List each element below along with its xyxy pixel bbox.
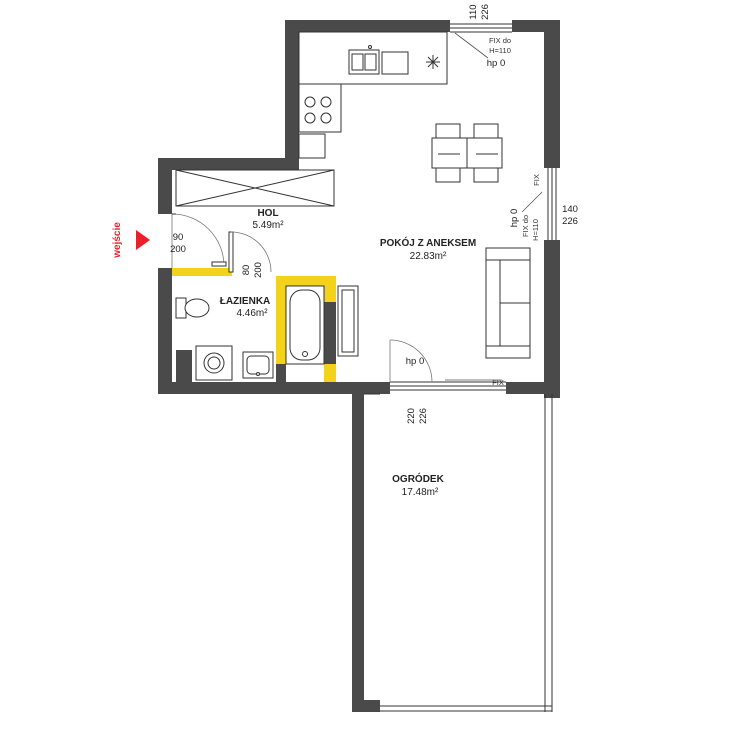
window-bottom [390,379,506,391]
garden-outline [364,393,553,712]
window-top [450,23,512,59]
chair [435,167,461,183]
room-name-ogrodek: OGRÓDEK [392,472,444,485]
wall-kitchen-left [285,20,299,168]
right-window-width: 140 [562,204,578,215]
entry-door-width: 90 [173,232,184,243]
bottom-window-width: 220 [406,408,417,424]
right-window-fix-h: H=110 [531,219,540,241]
right-window-hp: hp 0 [509,209,520,228]
wall-top [285,20,450,32]
wall-right-upper [544,20,560,168]
wall-column [176,350,192,382]
sofa [485,247,531,359]
chair [435,123,461,139]
wall-hall-top [158,158,299,170]
insulation [172,268,336,382]
right-window-fix: FIX do [521,215,530,237]
room-area-hol: 5.49m² [252,220,284,231]
door-bathroom [211,231,272,273]
washbasin [242,351,274,379]
right-window-fix2: FIX [532,174,541,186]
dimension-labels: 90 200 80 200 110 226 FIX do H=110 hp 0 … [170,4,578,424]
right-window-height: 226 [562,216,578,227]
window-right [521,168,557,240]
bottom-window-hp: hp 0 [406,356,425,367]
dishwasher [381,51,409,75]
door-balcony [389,339,433,383]
room-name-hol: HOL [257,208,278,219]
room-labels: HOL 5.49m² ŁAZIENKA 4.46m² POKÓJ Z ANEKS… [220,208,476,498]
fridge [298,133,326,159]
room-area-lazienka: 4.46m² [236,308,268,319]
entrance-arrow-icon [136,230,150,250]
wall-bath-left [158,268,172,394]
toilet [175,297,210,319]
room-name-lazienka: ŁAZIENKA [220,296,271,307]
bath-door-height: 200 [253,262,264,278]
insulation-bath-top [276,276,336,286]
fan-icon [426,55,440,69]
wall-hall-left [158,158,172,214]
wall-garden-corner [352,700,380,712]
insulation-bath-door [172,268,232,276]
dining-table [431,123,503,183]
cooktop [304,96,332,124]
chair [473,167,499,183]
door-entry [171,213,225,268]
walls [158,20,560,712]
bathroom-fixtures [175,285,359,381]
bottom-window-height: 226 [418,408,429,424]
top-window-fix-h: H=110 [489,46,511,55]
wall-bath-bottom [158,382,358,394]
top-window-width: 110 [468,4,479,19]
chair [473,123,499,139]
kitchen [298,31,448,159]
insulation-bath-left [276,276,286,364]
bath-door-width: 80 [241,265,252,276]
wardrobe [175,169,335,207]
room-name-pokoj: POKÓJ Z ANEKSEM [380,236,476,249]
wall-right-lower [544,240,560,398]
top-window-hp: hp 0 [487,58,506,69]
top-window-height: 226 [480,4,491,20]
bottom-window-fix: FIX [492,378,504,387]
wall-bath-partition [324,302,336,364]
wall-bottom-right [506,382,560,394]
washing-machine [195,345,233,381]
top-window-fix: FIX do [489,36,511,45]
entrance-label: wejście [112,222,123,259]
insulation-bath-right [324,276,336,302]
kitchen-counter-left [298,83,342,133]
wall-garden-left [352,382,364,712]
wall-bath-cap [276,364,286,382]
room-area-ogrodek: 17.48m² [402,487,439,498]
insulation-bath-right-low [324,364,336,382]
room-area-pokoj: 22.83m² [410,251,447,262]
entry-door-height: 200 [170,244,186,255]
